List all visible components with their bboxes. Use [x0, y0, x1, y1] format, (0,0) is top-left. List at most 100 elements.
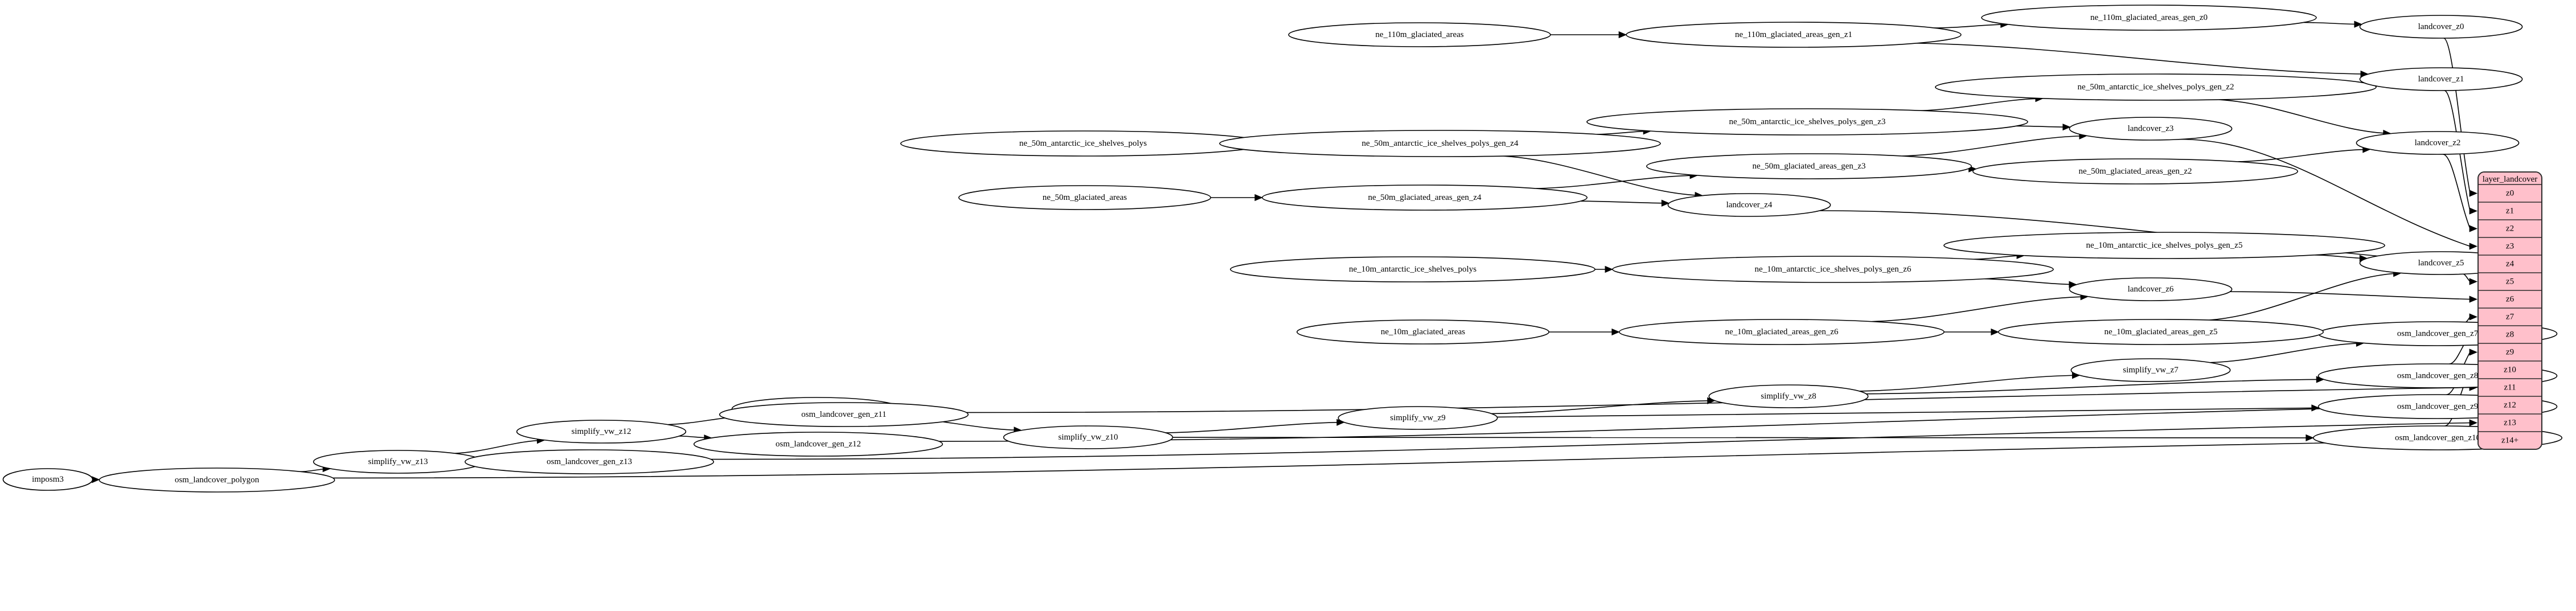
node-ellipse[interactable] — [1003, 425, 1174, 449]
graph-node[interactable]: landcover_z0 — [2359, 15, 2523, 39]
table-row[interactable]: z9 — [2478, 343, 2542, 357]
graph-edge — [2238, 149, 2370, 162]
edge-arrowhead — [1991, 328, 1999, 336]
graph-node[interactable]: ne_10m_antarctic_ice_shelves_polys_gen_z… — [1612, 256, 2054, 283]
table-row[interactable]: z12 — [2478, 396, 2542, 410]
graph-edge — [939, 404, 2471, 442]
graph-node[interactable]: ne_10m_glaciated_areas_gen_z5 — [1998, 319, 2324, 345]
table-row[interactable]: z14+ — [2478, 431, 2542, 445]
edge-arrowhead — [2469, 419, 2478, 427]
node-ellipse[interactable] — [1972, 158, 2298, 184]
graph-node[interactable]: simplify_vw_z9 — [1338, 406, 1498, 430]
node-ellipse[interactable] — [1288, 22, 1551, 47]
graph-node[interactable]: ne_50m_glaciated_areas_gen_z4 — [1262, 184, 1588, 211]
graph-node[interactable]: simplify_vw_z7 — [2070, 358, 2231, 382]
node-ellipse[interactable] — [1708, 384, 1869, 408]
table-row[interactable]: z0 — [2478, 184, 2542, 198]
graph-node[interactable]: ne_50m_glaciated_areas_gen_z2 — [1972, 158, 2298, 184]
node-ellipse[interactable] — [693, 432, 944, 457]
edge-arrowhead — [2469, 278, 2478, 285]
graph-node[interactable]: ne_10m_glaciated_areas — [1297, 319, 1549, 345]
node-ellipse[interactable] — [1943, 232, 2385, 259]
table-row[interactable]: z8 — [2478, 325, 2542, 339]
graph-node[interactable]: landcover_z4 — [1667, 193, 1831, 217]
graph-edge — [1984, 278, 2076, 285]
table-row[interactable]: z1 — [2478, 202, 2542, 216]
graph-node[interactable]: simplify_vw_z8 — [1708, 384, 1869, 408]
table-row[interactable]: z7 — [2478, 307, 2542, 322]
graph-node[interactable]: simplify_vw_z13 — [313, 450, 483, 474]
graph-node[interactable]: ne_10m_antarctic_ice_shelves_polys_gen_z… — [1943, 232, 2385, 259]
table-row-label: z0 — [2506, 189, 2514, 198]
node-ellipse[interactable] — [719, 402, 969, 427]
graph-node[interactable]: ne_50m_antarctic_ice_shelves_polys_gen_z… — [1586, 108, 2028, 136]
graph-node[interactable]: ne_50m_glaciated_areas_gen_z3 — [1646, 153, 1972, 179]
node-ellipse[interactable] — [2, 468, 93, 491]
graph-node[interactable]: osm_landcover_gen_z12 — [693, 432, 944, 457]
graph-node[interactable]: simplify_vw_z12 — [516, 420, 687, 444]
node-ellipse[interactable] — [1219, 130, 1661, 157]
node-ellipse[interactable] — [1612, 256, 2054, 283]
node-ellipse[interactable] — [1338, 406, 1498, 430]
node-ellipse[interactable] — [1262, 184, 1588, 211]
graph-node[interactable]: osm_landcover_polygon — [99, 468, 335, 493]
node-ellipse[interactable] — [1998, 319, 2324, 345]
graph-node[interactable]: landcover_z6 — [2069, 277, 2233, 301]
graph-node[interactable]: osm_landcover_gen_z11 — [719, 402, 969, 427]
table-row[interactable]: z6 — [2478, 290, 2542, 304]
table-row-label: z12 — [2504, 401, 2516, 410]
node-ellipse[interactable] — [2356, 131, 2520, 155]
table-row-label: z8 — [2506, 330, 2514, 339]
graph-edge — [1596, 130, 1650, 135]
graph-node[interactable]: simplify_vw_z10 — [1003, 425, 1174, 449]
node-ellipse[interactable] — [958, 185, 1211, 210]
node-ellipse[interactable] — [2359, 67, 2523, 91]
table-row[interactable]: z11 — [2478, 378, 2542, 392]
node-ellipse[interactable] — [1626, 22, 1962, 48]
graph-node[interactable]: landcover_z1 — [2359, 67, 2523, 91]
node-ellipse[interactable] — [1230, 256, 1595, 282]
graph-node[interactable]: ne_10m_antarctic_ice_shelves_polys — [1230, 256, 1595, 282]
node-ellipse[interactable] — [1586, 108, 2028, 136]
node-label: landcover_z1 — [2418, 75, 2464, 84]
node-ellipse[interactable] — [2359, 15, 2523, 39]
table-row[interactable]: z4 — [2478, 255, 2542, 269]
node-ellipse[interactable] — [99, 468, 335, 493]
graph-node[interactable]: imposm3 — [2, 468, 93, 491]
node-ellipse[interactable] — [1981, 5, 2317, 31]
node-ellipse[interactable] — [2069, 277, 2233, 301]
graph-node[interactable]: ne_110m_glaciated_areas_gen_z1 — [1626, 22, 1962, 48]
graph-node[interactable]: ne_50m_antarctic_ice_shelves_polys_gen_z… — [1219, 130, 1661, 157]
graph-node[interactable]: ne_110m_glaciated_areas_gen_z0 — [1981, 5, 2317, 31]
graph-node[interactable]: ne_10m_glaciated_areas_gen_z6 — [1619, 319, 1945, 345]
graph-node[interactable]: ne_110m_glaciated_areas — [1288, 22, 1551, 47]
node-ellipse[interactable] — [1619, 319, 1945, 345]
graph-edge — [454, 440, 544, 454]
graph-node[interactable]: osm_landcover_gen_z13 — [464, 449, 715, 474]
table-row[interactable]: z2 — [2478, 219, 2542, 233]
node-label: ne_50m_glaciated_areas_gen_z2 — [2078, 167, 2192, 176]
graph-edge — [1866, 379, 2323, 395]
table-row[interactable]: z5 — [2478, 272, 2542, 286]
graph-node[interactable]: ne_50m_glaciated_areas — [958, 185, 1211, 210]
node-ellipse[interactable] — [516, 420, 687, 444]
node-ellipse[interactable] — [2069, 117, 2233, 141]
table-row-label: z14+ — [2501, 436, 2518, 445]
graph-node[interactable]: landcover_z2 — [2356, 131, 2520, 155]
table-row-label: z11 — [2504, 383, 2516, 392]
node-ellipse[interactable] — [1646, 153, 1972, 179]
node-ellipse[interactable] — [1667, 193, 1831, 217]
node-ellipse[interactable] — [2070, 358, 2231, 382]
graph-node[interactable]: ne_50m_antarctic_ice_shelves_polys — [900, 130, 1266, 157]
table-row[interactable]: z10 — [2478, 360, 2542, 375]
table-row[interactable]: z13 — [2478, 413, 2542, 428]
graph-node[interactable]: landcover_z3 — [2069, 117, 2233, 141]
node-ellipse[interactable] — [1935, 73, 2377, 101]
node-label: landcover_z3 — [2128, 124, 2174, 133]
table-row[interactable]: z3 — [2478, 237, 2542, 251]
node-label: simplify_vw_z10 — [1059, 433, 1118, 442]
node-ellipse[interactable] — [464, 449, 715, 474]
graph-node[interactable]: ne_50m_antarctic_ice_shelves_polys_gen_z… — [1935, 73, 2377, 101]
node-ellipse[interactable] — [1297, 319, 1549, 345]
